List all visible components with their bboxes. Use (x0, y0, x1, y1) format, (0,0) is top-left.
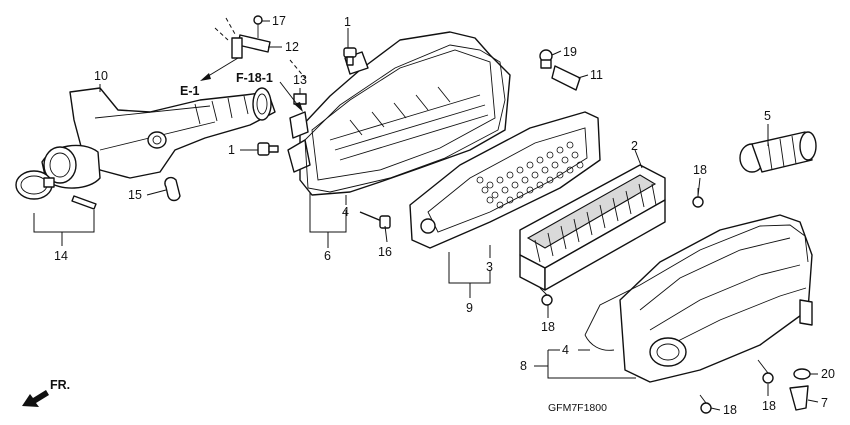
bolt-1-top (343, 47, 357, 66)
callout-8: 8 (520, 359, 527, 373)
callout-18-a: 18 (693, 163, 707, 177)
callout-3: 3 (486, 260, 493, 274)
callout-19: 19 (563, 45, 577, 59)
screw-18b (539, 287, 553, 306)
callout-11: 11 (590, 68, 603, 82)
callout-4-bottom: 4 (562, 343, 569, 357)
bolt-1-left (257, 142, 279, 156)
callout-7: 7 (821, 396, 828, 410)
bracket-12 (231, 15, 271, 59)
callout-12: 12 (285, 40, 299, 54)
filter-element (519, 164, 666, 291)
callout-18-b: 18 (541, 320, 555, 334)
strap-11 (551, 65, 581, 91)
element-frame (409, 111, 601, 249)
front-label: FR. (50, 378, 70, 392)
callout-5: 5 (764, 109, 771, 123)
funnel-tube (739, 131, 817, 173)
ref-f-18-1: F-18-1 (236, 71, 273, 85)
callout-10: 10 (94, 69, 108, 83)
screw-18c (757, 359, 774, 384)
diagram-code: GFM7F1800 (548, 402, 607, 414)
callout-18-c: 18 (762, 399, 776, 413)
front-arrow-icon (22, 390, 49, 407)
callout-1-top: 1 (344, 15, 351, 29)
hose-clamp (15, 170, 97, 210)
callout-17: 17 (272, 14, 286, 28)
frame-holes (476, 141, 584, 209)
callout-18-d: 18 (723, 403, 737, 417)
callout-15: 15 (128, 188, 142, 202)
air-cleaner-cover (619, 214, 813, 383)
callout-20: 20 (821, 367, 835, 381)
callout-1-left: 1 (228, 143, 235, 157)
callout-4-top: 4 (342, 205, 349, 219)
drain-clip (793, 368, 811, 380)
clamp-19 (539, 49, 553, 69)
bolt-16 (359, 211, 391, 229)
drain-plug (789, 385, 809, 411)
callout-6: 6 (324, 249, 331, 263)
leader-lines (33, 17, 819, 411)
case-gasket (304, 44, 506, 193)
intake-duct (41, 87, 276, 189)
callout-2: 2 (631, 139, 638, 153)
screw-18d (699, 394, 712, 414)
callout-9: 9 (466, 301, 473, 315)
callout-numbers: 1 1 2 3 4 4 5 6 7 8 9 10 11 12 13 14 15 … (50, 14, 835, 417)
cover-gasket (584, 224, 809, 351)
callout-16: 16 (378, 245, 392, 259)
ref-e1: E-1 (180, 84, 200, 98)
callout-13: 13 (293, 73, 307, 87)
screw-18a (692, 188, 704, 208)
clip (164, 176, 181, 202)
callout-14: 14 (54, 249, 68, 263)
